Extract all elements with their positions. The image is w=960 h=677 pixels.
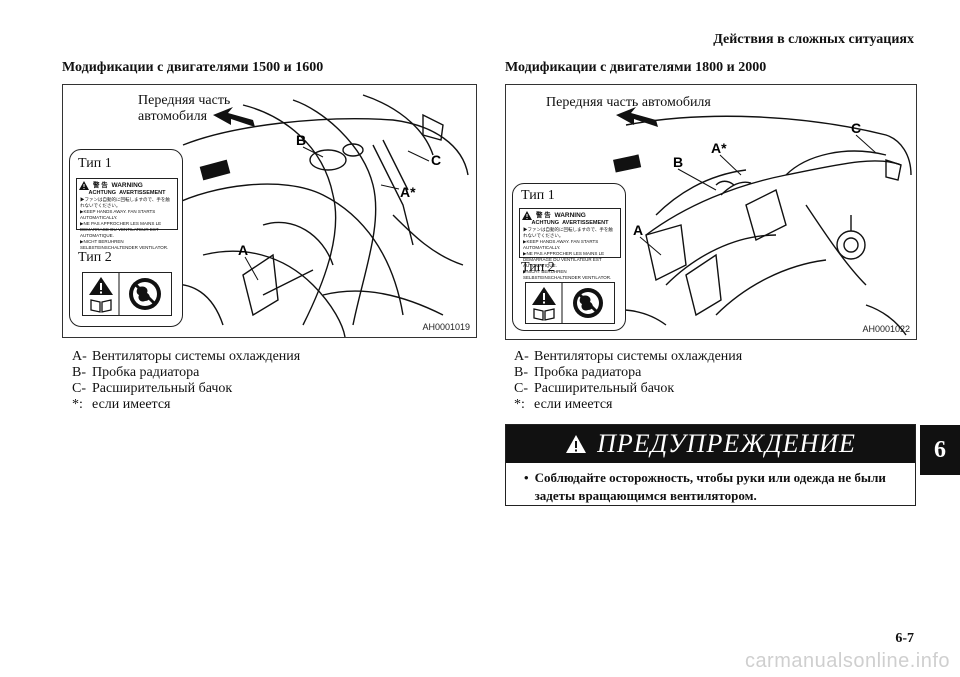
front-arrow-icon <box>213 107 255 127</box>
right-label-b: B <box>673 154 683 170</box>
right-engine-illustration: B C A* A Передняя часть автомобиля Тип 1… <box>505 84 917 340</box>
manual-book-icon <box>533 308 555 321</box>
left-engine-drawing: B C A* A <box>162 94 469 337</box>
warning-triangle-icon <box>79 181 89 190</box>
left-label-c: C <box>431 152 441 168</box>
warning-triangle-icon <box>522 211 532 220</box>
left-legend: A-Вентиляторы системы охлаждения B-Пробк… <box>72 349 300 413</box>
left-label-type-panel: Тип 1 警 告 WARNING ACHTUNG AVERTISSEMENT … <box>69 149 183 327</box>
front-arrow-icon <box>616 107 658 127</box>
warning-box: ПРЕДУПРЕЖДЕНИЕ • Соблюдайте осторожность… <box>505 424 916 506</box>
warning-title: ПРЕДУПРЕЖДЕНИЕ <box>597 429 856 458</box>
right-warning-sticker: 警 告 WARNING ACHTUNG AVERTISSEMENT ▶ファンは自… <box>519 208 621 280</box>
right-section-title: Модификации с двигателями 1800 и 2000 <box>505 60 767 75</box>
legend-item: *:если имеется <box>514 397 613 412</box>
page-number: 6-7 <box>895 631 914 646</box>
left-engine-illustration: B C A* A Передняя часть автомобиля Тип 1… <box>62 84 477 338</box>
left-type1-label: Тип 1 <box>78 156 112 171</box>
right-figure-code: AH0001022 <box>862 324 910 334</box>
warning-header: ПРЕДУПРЕЖДЕНИЕ <box>506 425 915 463</box>
left-type2-label: Тип 2 <box>78 250 112 265</box>
right-label-type-panel: Тип 1 警 告 WARNING ACHTUNG AVERTISSEMENT … <box>512 183 626 331</box>
legend-item: B-Пробка радиатора <box>514 365 642 380</box>
legend-item: A-Вентиляторы системы охлаждения <box>514 349 743 364</box>
warning-triangle-icon <box>532 287 556 305</box>
legend-item: C-Расширительный бачок <box>514 381 675 396</box>
left-warning-sticker: 警 告 WARNING ACHTUNG AVERTISSEMENT ▶ファンは自… <box>76 178 178 250</box>
right-front-label: Передняя часть автомобиля <box>546 95 711 110</box>
right-type1-label: Тип 1 <box>521 188 555 203</box>
chapter-tab: 6 <box>920 425 960 475</box>
warning-triangle-icon <box>566 435 587 453</box>
left-label-astar: A* <box>400 184 416 200</box>
right-label-a: A <box>633 222 643 238</box>
chapter-header: Действия в сложных ситуациях <box>713 32 914 47</box>
right-label-c: C <box>851 120 861 136</box>
fan-hand-prohibited-icon <box>129 278 161 310</box>
left-front-label: Передняя часть автомобиля <box>138 93 231 124</box>
left-section-title: Модификации с двигателями 1500 и 1600 <box>62 60 324 75</box>
right-icons-sticker <box>525 282 615 324</box>
legend-item: A-Вентиляторы системы охлаждения <box>72 349 301 364</box>
right-engine-drawing: B C A* A <box>595 107 912 336</box>
left-icons-sticker <box>82 272 172 316</box>
legend-item: B-Пробка радиатора <box>72 365 200 380</box>
left-label-a: A <box>238 242 248 258</box>
right-label-astar: A* <box>711 140 727 156</box>
left-figure-code: AH0001019 <box>422 322 470 332</box>
right-type2-label: Тип 2 <box>521 260 555 275</box>
left-label-b: B <box>296 132 306 148</box>
fan-hand-prohibited-icon <box>573 288 603 318</box>
warning-triangle-icon <box>89 277 113 295</box>
right-legend: A-Вентиляторы системы охлаждения B-Пробк… <box>514 349 742 413</box>
legend-item: *:если имеется <box>72 397 171 412</box>
watermark: carmanualsonline.info <box>744 650 950 672</box>
manual-book-icon <box>90 299 112 313</box>
warning-text: • Соблюдайте осторожность, чтобы руки ил… <box>524 470 886 503</box>
legend-item: C-Расширительный бачок <box>72 381 233 396</box>
